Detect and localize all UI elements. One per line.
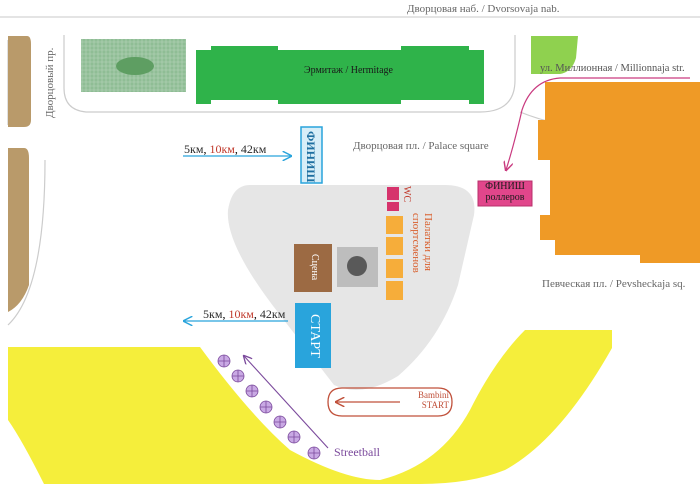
orange-building bbox=[538, 82, 700, 263]
bambini-line1: Bambini bbox=[418, 390, 449, 400]
dvortsovy-prospect-label: Дворцовый пр. bbox=[44, 47, 56, 118]
basket bbox=[259, 400, 273, 414]
basket bbox=[287, 430, 301, 444]
pevcheskaja-label: Певческая пл. / Pevsheckaja sq. bbox=[542, 278, 686, 290]
parking-area-left bbox=[8, 148, 29, 312]
embankment-label: Дворцовая наб. / Dvorsovaja nab. bbox=[407, 3, 560, 15]
finish-dist-10: 10км bbox=[209, 142, 235, 156]
stage bbox=[294, 244, 332, 292]
park-top-right bbox=[531, 36, 578, 74]
wc-box bbox=[387, 187, 399, 200]
streetball-baskets bbox=[217, 354, 321, 460]
parking-area-top bbox=[8, 36, 31, 127]
tech-booth bbox=[337, 247, 378, 287]
finish-dist-5: 5км bbox=[184, 142, 204, 156]
bambini-line2: START bbox=[421, 400, 449, 410]
palace-square-area bbox=[227, 185, 475, 390]
wc-box-2 bbox=[387, 202, 399, 211]
garden bbox=[81, 39, 186, 92]
rollers-finish-line2: роллеров bbox=[485, 192, 525, 203]
finish-sep-2: , bbox=[234, 142, 241, 156]
yellow-area bbox=[8, 330, 612, 484]
streetball-label: Streetball bbox=[334, 445, 380, 459]
hermitage-building bbox=[196, 46, 484, 104]
finish-distances: 5км, 10км, 42км bbox=[184, 142, 266, 157]
tents-label: Палатки для спортсменов bbox=[410, 213, 434, 308]
finish-sep-1: , bbox=[203, 142, 210, 156]
basket bbox=[231, 369, 245, 383]
start-dist-5: 5км bbox=[203, 307, 223, 321]
basket bbox=[307, 446, 321, 460]
start-box bbox=[295, 303, 331, 368]
bambini-track bbox=[327, 387, 453, 417]
start-distances: 5км, 10км, 42км bbox=[203, 307, 285, 322]
millionnaja-label: ул. Миллионная / Millionnaja str. bbox=[540, 63, 685, 74]
bambini-label: Bambini START bbox=[409, 390, 449, 410]
start-sep-1: , bbox=[222, 307, 229, 321]
finish-dist-42: 42км bbox=[240, 142, 267, 156]
stage-label: Сцена bbox=[309, 254, 320, 281]
hermitage-label: Эрмитаж / Hermitage bbox=[304, 65, 393, 76]
athlete-tents bbox=[386, 216, 403, 300]
start-sep-2: , bbox=[253, 307, 260, 321]
basket bbox=[273, 415, 287, 429]
start-label: СТАРТ bbox=[307, 314, 322, 358]
start-dist-42: 42км bbox=[259, 307, 286, 321]
rollers-finish-label: ФИНИШ роллеров bbox=[480, 181, 530, 203]
start-dist-10: 10км bbox=[228, 307, 254, 321]
basket bbox=[245, 384, 259, 398]
wc-label: WC bbox=[401, 186, 412, 203]
rollers-finish-box bbox=[477, 180, 533, 207]
tents-label-text: Палатки для спортсменов bbox=[410, 213, 434, 273]
finish-box bbox=[300, 126, 323, 184]
streetball-arrow bbox=[244, 356, 329, 449]
millionnaja-arrow bbox=[506, 77, 690, 170]
finish-label: ФИНИШ bbox=[304, 131, 318, 183]
palace-square-label: Дворцовая пл. / Palace square bbox=[353, 140, 489, 152]
rollers-finish-line1: ФИНИШ bbox=[485, 181, 525, 192]
basket bbox=[217, 354, 231, 368]
